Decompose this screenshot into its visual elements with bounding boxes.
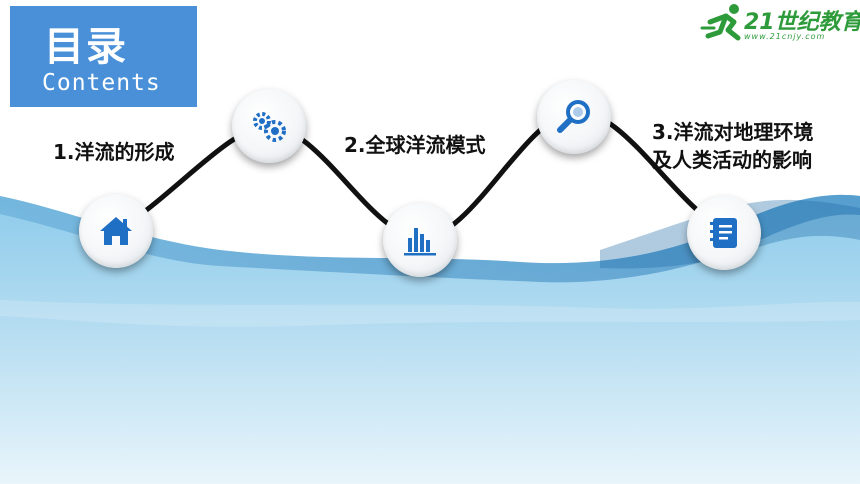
search-node[interactable] <box>537 80 611 154</box>
item-3-label-line2[interactable]: 及人类活动的影响 <box>652 148 812 172</box>
gears-node[interactable] <box>232 89 306 163</box>
logo-brand-text: 21世纪教育 <box>744 10 860 35</box>
home-node[interactable] <box>79 194 153 268</box>
item-1-label[interactable]: 1.洋流的形成 <box>53 140 175 164</box>
bar-chart-icon <box>404 228 436 256</box>
title-box: 目录 Contents <box>10 6 197 107</box>
page-title: 目录 <box>44 24 128 70</box>
page-subtitle: Contents <box>42 70 161 96</box>
notebook-icon <box>710 218 737 248</box>
gears-icon <box>253 112 286 142</box>
notebook-node[interactable] <box>687 196 761 270</box>
home-icon <box>100 217 132 245</box>
item-2-label[interactable]: 2.全球洋流模式 <box>344 133 486 157</box>
logo-url-text: www.21cnjy.com <box>744 32 826 41</box>
chart-node[interactable] <box>383 203 457 277</box>
brand-logo: 21世纪教育 www.21cnjy.com <box>700 2 860 46</box>
runner-icon <box>700 4 741 41</box>
item-3-label-line1[interactable]: 3.洋流对地理环境 <box>652 120 814 144</box>
magnifier-icon <box>557 100 590 133</box>
